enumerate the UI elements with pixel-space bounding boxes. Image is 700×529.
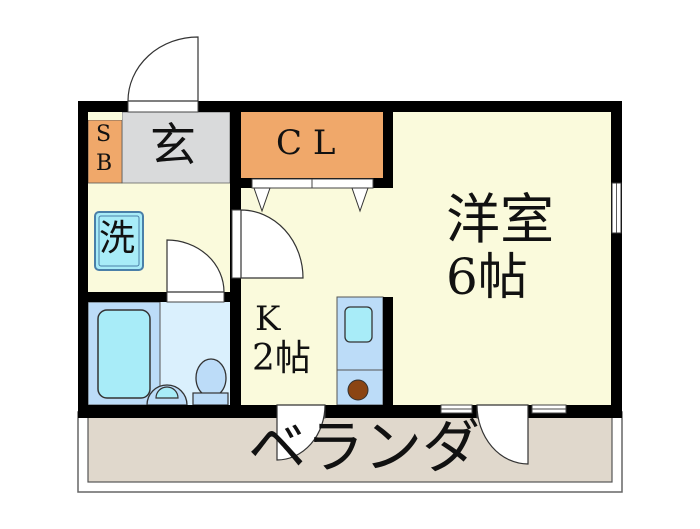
western-room-name: 洋室	[446, 188, 554, 251]
entrance-floor	[121, 111, 231, 184]
balcony-label: ベランダ	[248, 413, 481, 481]
bath-door-icon	[166, 239, 225, 303]
shoe-box	[87, 119, 123, 184]
toilet-icon	[195, 358, 227, 398]
room-balcony-door-icon	[440, 404, 567, 465]
western-room-floor	[393, 112, 611, 405]
entry-door-icon	[127, 36, 199, 113]
kitchen-letter: K	[255, 299, 281, 339]
kitchen-sink-icon	[344, 306, 373, 343]
closet-door-icon	[251, 178, 374, 213]
bathtub-icon	[97, 309, 151, 399]
washer-label: 洗	[99, 218, 136, 259]
kitchen-balcony-door-icon	[276, 404, 326, 461]
kitchen-size: 2帖	[252, 338, 311, 379]
stove-icon	[347, 379, 369, 401]
closet-label: C L	[276, 123, 336, 163]
bathroom	[87, 301, 230, 406]
kitchen-counter	[336, 296, 384, 406]
western-room-size: 6帖	[446, 248, 528, 306]
kitchen-door-icon	[231, 209, 304, 279]
shoe-box-label-b: B	[96, 151, 113, 176]
closet	[241, 112, 383, 178]
washer-space	[94, 211, 144, 271]
shoe-box-label-s: S	[96, 122, 112, 147]
entrance-label: 玄	[150, 118, 196, 172]
